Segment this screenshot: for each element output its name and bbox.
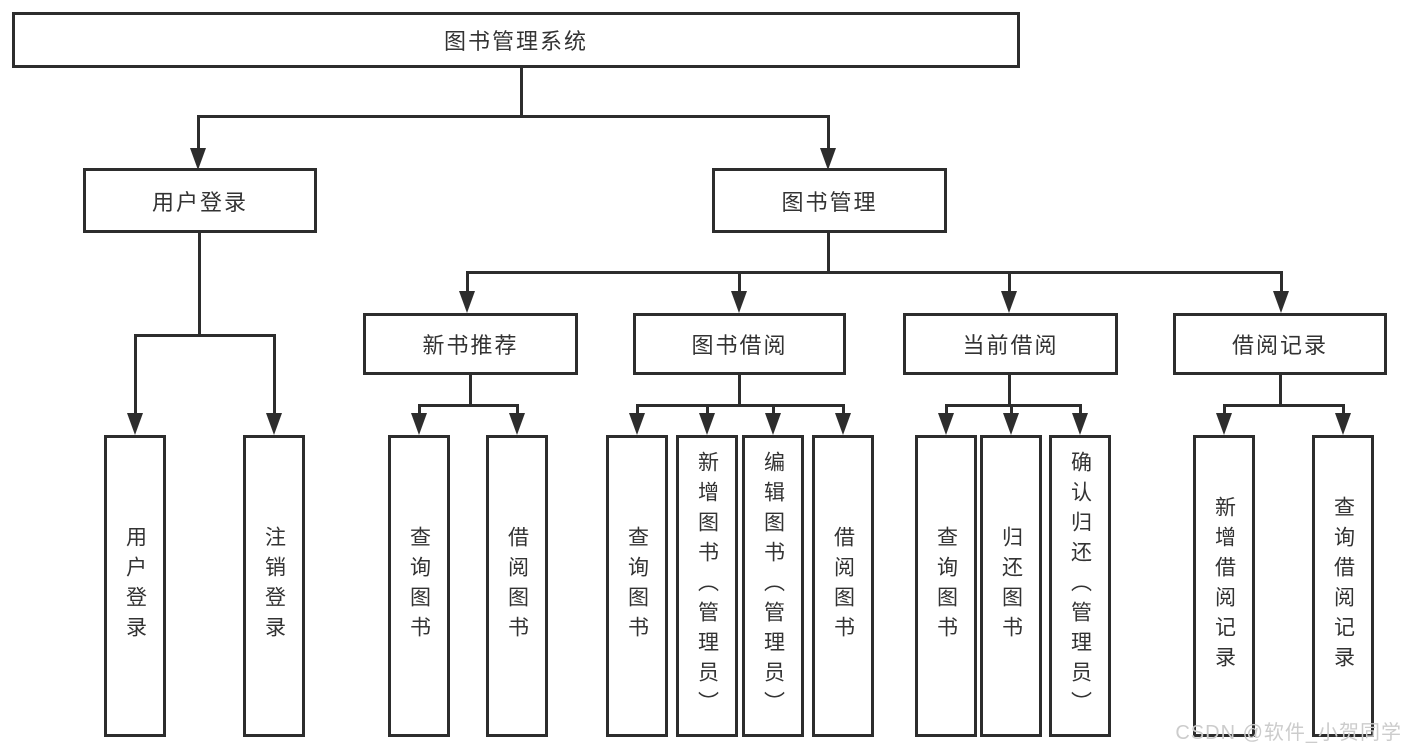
leaf-borrow-books-rec: 借阅图书 (486, 435, 548, 737)
connector-user-login-hline (134, 334, 276, 337)
connector-current-borrow-hline (945, 404, 1082, 407)
leaf-label: 查询图书 (407, 526, 431, 646)
node-user-login: 用户登录 (83, 168, 317, 233)
connector-stem (772, 404, 775, 415)
arrowhead-down-icon (1003, 413, 1019, 435)
connector-stem (466, 271, 469, 293)
connector-book-borrow-hline (636, 404, 845, 407)
leaf-query-books-rec: 查询图书 (388, 435, 450, 737)
leaf-add-borrow-record: 新增借阅记录 (1193, 435, 1255, 737)
connector-stem (945, 404, 948, 415)
arrowhead-down-icon (1216, 413, 1232, 435)
leaf-label: 新增借阅记录 (1212, 496, 1236, 676)
leaf-label: 编辑图书（管理员） (761, 451, 785, 721)
arrowhead-down-icon (1273, 291, 1289, 313)
leaf-label: 借阅图书 (505, 526, 529, 646)
arrowhead-down-icon (835, 413, 851, 435)
node-user-login-label: 用户登录 (151, 189, 248, 215)
leaf-logout: 注销登录 (243, 435, 305, 737)
node-book-borrow-label: 图书借阅 (691, 333, 788, 358)
leaf-query-borrow-record: 查询借阅记录 (1312, 435, 1374, 737)
connector-stem (1008, 271, 1011, 293)
node-borrow-record: 借阅记录 (1173, 313, 1387, 375)
node-borrow-record-label: 借阅记录 (1231, 333, 1328, 358)
arrowhead-down-icon (459, 291, 475, 313)
node-current-borrow: 当前借阅 (903, 313, 1118, 375)
leaf-label: 归还图书 (999, 526, 1023, 646)
connector-borrow-record-stem (1279, 375, 1282, 407)
leaf-label: 新增图书（管理员） (695, 451, 719, 721)
node-book-mgmt: 图书管理 (712, 168, 947, 233)
arrowhead-down-icon (938, 413, 954, 435)
connector-stem-user-login (197, 115, 200, 150)
arrowhead-down-icon (411, 413, 427, 435)
arrowhead-down-icon (190, 148, 206, 170)
connector-new-book-rec-hline (418, 404, 519, 407)
arrowhead-down-icon (1001, 291, 1017, 313)
leaf-query-books-current: 查询图书 (915, 435, 977, 737)
connector-root-stem (520, 68, 523, 118)
connector-stem (418, 404, 421, 415)
leaf-label: 注销登录 (262, 526, 286, 646)
connector-stem (1223, 404, 1226, 415)
root-node-library-system: 图书管理系统 (12, 12, 1020, 68)
connector-stem (842, 404, 845, 415)
leaf-label: 借阅图书 (831, 526, 855, 646)
arrowhead-down-icon (699, 413, 715, 435)
connector-stem (516, 404, 519, 415)
connector-stem (1079, 404, 1082, 415)
connector-stem (738, 271, 741, 293)
connector-current-borrow-stem (1008, 375, 1011, 407)
leaf-label: 查询图书 (934, 526, 958, 646)
connector-stem (134, 334, 137, 415)
connector-stem-book-mgmt (827, 115, 830, 150)
node-new-book-rec-label: 新书推荐 (422, 333, 519, 358)
arrowhead-down-icon (820, 148, 836, 170)
node-new-book-rec: 新书推荐 (363, 313, 578, 375)
leaf-borrow-books: 借阅图书 (812, 435, 874, 737)
connector-stem (706, 404, 709, 415)
node-book-mgmt-label: 图书管理 (781, 189, 878, 215)
leaf-confirm-return-admin: 确认归还（管理员） (1049, 435, 1111, 737)
connector-book-borrow-stem (738, 375, 741, 407)
connector-user-login-stem (198, 233, 201, 337)
connector-borrow-record-hline (1223, 404, 1345, 407)
connector-new-book-rec-stem (469, 375, 472, 407)
node-book-borrow: 图书借阅 (633, 313, 846, 375)
connector-stem (1280, 271, 1283, 293)
connector-stem (636, 404, 639, 415)
leaf-label: 查询借阅记录 (1331, 496, 1355, 676)
connector-stem (273, 334, 276, 415)
leaf-label: 查询图书 (625, 526, 649, 646)
arrowhead-down-icon (266, 413, 282, 435)
connector-stem (1342, 404, 1345, 415)
leaf-return-books: 归还图书 (980, 435, 1042, 737)
arrowhead-down-icon (127, 413, 143, 435)
arrowhead-down-icon (1335, 413, 1351, 435)
arrowhead-down-icon (731, 291, 747, 313)
arrowhead-down-icon (765, 413, 781, 435)
root-node-label: 图书管理系统 (443, 29, 588, 54)
connector-book-mgmt-stem (827, 233, 830, 274)
node-current-borrow-label: 当前借阅 (962, 333, 1059, 358)
csdn-watermark: CSDN @软件_小贺同学 (1175, 722, 1402, 744)
leaf-add-books-admin: 新增图书（管理员） (676, 435, 738, 737)
arrowhead-down-icon (509, 413, 525, 435)
arrowhead-down-icon (1072, 413, 1088, 435)
connector-stem (1010, 404, 1013, 415)
leaf-label: 确认归还（管理员） (1068, 451, 1092, 721)
leaf-label: 用户登录 (123, 526, 147, 646)
leaf-edit-books-admin: 编辑图书（管理员） (742, 435, 804, 737)
connector-root-hline (197, 115, 830, 118)
arrowhead-down-icon (629, 413, 645, 435)
leaf-user-login: 用户登录 (104, 435, 166, 737)
leaf-query-books-borrow: 查询图书 (606, 435, 668, 737)
connector-book-mgmt-hline (466, 271, 1283, 274)
